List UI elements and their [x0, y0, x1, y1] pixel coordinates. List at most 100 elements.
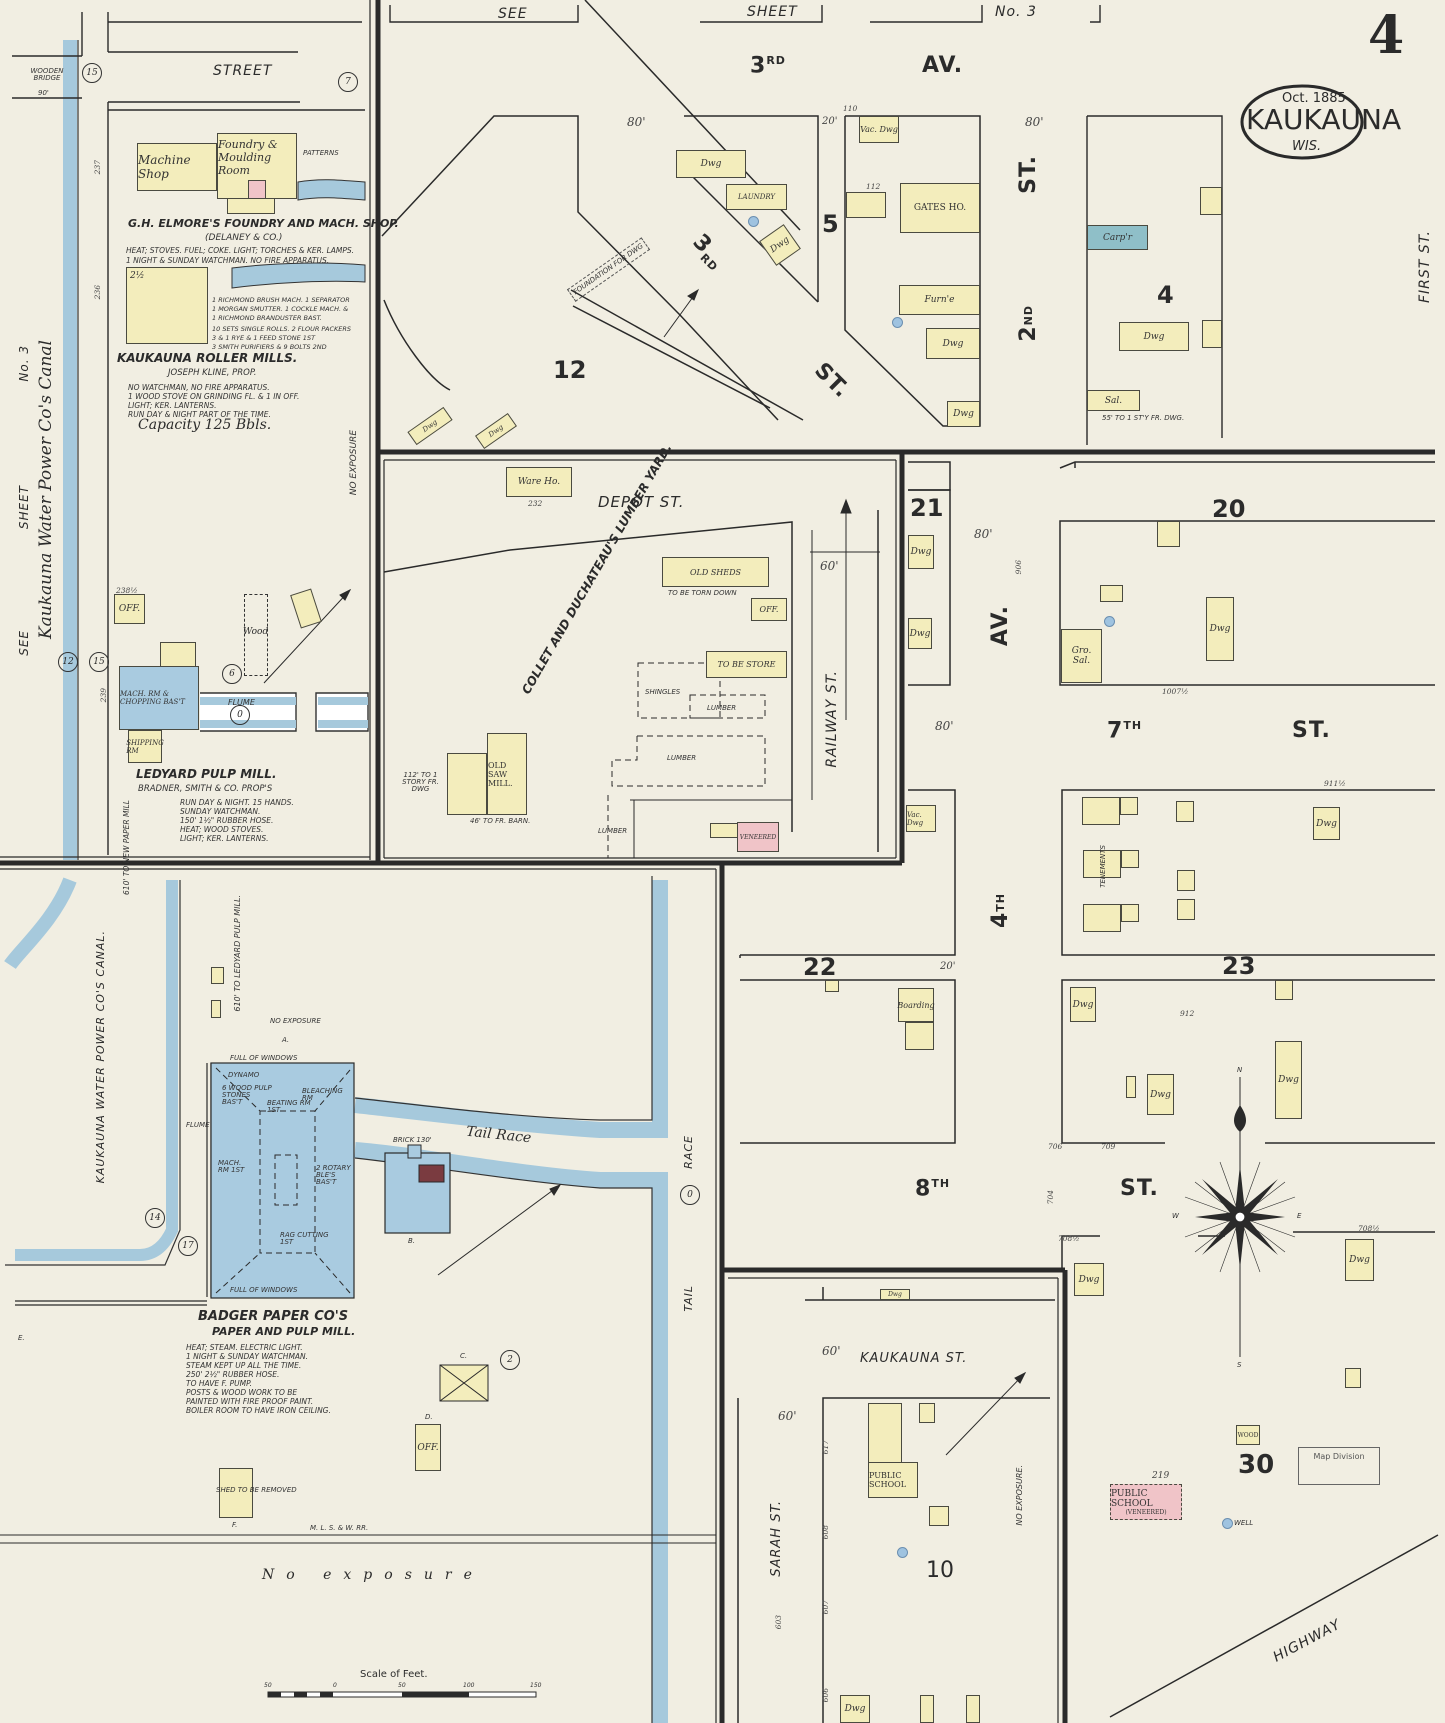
- brick-label: BRICK 130': [393, 1136, 432, 1144]
- scale-tick: 50: [398, 1682, 406, 1689]
- carpenter-shop-building: Carp'r: [1087, 225, 1148, 250]
- wooden-bridge-label: WOODEN BRIDGE: [30, 67, 64, 82]
- house-number: 219: [1152, 1471, 1170, 1481]
- laundry-building: LAUNDRY: [726, 184, 787, 210]
- house-number: 617: [821, 1440, 830, 1455]
- shed-to-be-removed-label: SHED TO BE REMOVED: [216, 1486, 297, 1494]
- house-number: 906: [1014, 560, 1023, 575]
- patterns-label: PATTERNS: [303, 149, 339, 157]
- saw-mill-side-note: 112' TO 1 STORY FR. DWG: [402, 771, 439, 793]
- outbuilding: [1157, 521, 1180, 547]
- dwelling-building: Dwg: [1313, 807, 1340, 840]
- hydrant-circle: 14: [145, 1208, 165, 1228]
- block-number-21: 21: [910, 494, 944, 522]
- width-label: 80': [1025, 115, 1044, 129]
- dwelling-building: Dwg: [1119, 322, 1189, 351]
- dwelling-building: Dwg: [1070, 987, 1096, 1022]
- outbuilding: [920, 1695, 934, 1723]
- block-number-30: 30: [1238, 1450, 1275, 1480]
- ledyard-side-note: 610' TO NEW PAPER MILL: [122, 800, 131, 895]
- block-number-22: 22: [803, 953, 837, 981]
- outbuilding: [211, 967, 224, 984]
- badger-label-d: D.: [425, 1413, 433, 1421]
- well-label: WELL: [1234, 1519, 1254, 1527]
- compass-n: N: [1237, 1066, 1243, 1074]
- dwelling-building: Dwg: [908, 618, 932, 649]
- full-of-windows-label: FULL OF WINDOWS: [230, 1054, 298, 1062]
- outbuilding: [929, 1506, 949, 1526]
- bleaching-room-label: BLEACHING RM: [302, 1087, 343, 1102]
- second-st-ordinal: 2ND: [1016, 305, 1041, 342]
- house-number: 110: [843, 104, 858, 113]
- outbuilding: [710, 823, 740, 838]
- house-number: 112: [866, 182, 881, 191]
- roller-mills-machinery-4: 10 SETS SINGLE ROLLS. 2 FLOUR PACKERS: [212, 325, 352, 333]
- mill-annex-building: [160, 642, 196, 668]
- pulp-stones-label: 6 WOOD PULP STONES BAS'T: [222, 1084, 272, 1106]
- library-stamp: Map Division: [1298, 1447, 1380, 1485]
- width-label: 80': [627, 115, 646, 129]
- hydrant-circle: 15: [89, 652, 109, 672]
- gates-house-building: GATES HO.: [900, 183, 980, 233]
- railroad-label: M. L. S. & W. RR.: [310, 1524, 369, 1532]
- hydrant-circle: 0: [680, 1185, 700, 1205]
- well-marker: [1104, 616, 1115, 627]
- veneered-building: VENEERED: [737, 822, 779, 852]
- dwelling-building: Dwg: [1147, 1074, 1174, 1115]
- eighth-st-name: ST.: [1120, 1176, 1159, 1201]
- outbuilding: [1176, 801, 1194, 822]
- no-exposure-label: NO EXPOSURE.: [1015, 1465, 1024, 1526]
- dwelling-building: Dwg: [840, 1695, 870, 1723]
- roller-mills-owner: JOSEPH KLINE, PROP.: [168, 368, 257, 378]
- dwelling-building: Dwg: [880, 1289, 910, 1300]
- width-label: 20': [940, 961, 956, 972]
- house-number: 708½: [1358, 1224, 1380, 1233]
- cartouche-date: Oct. 1885: [1282, 91, 1346, 106]
- roller-mills-note-2: 1 WOOD STOVE ON GRINDING FL. & 1 IN OFF.: [128, 392, 300, 401]
- roller-mills-building: 2½: [126, 267, 208, 344]
- badger-note-4: 250' 2½" RUBBER HOSE.: [186, 1370, 280, 1379]
- full-of-windows-label: FULL OF WINDOWS: [230, 1286, 298, 1294]
- canal-label-lower: KAUKAUNA WATER POWER CO'S CANAL.: [94, 930, 107, 1184]
- compass-s: S: [1237, 1361, 1242, 1369]
- house-number: 238½: [116, 586, 138, 595]
- see-sheet-left-no: No. 3: [17, 345, 31, 382]
- scale-tick: 50: [264, 1682, 272, 1689]
- hydrant-circle: 0: [230, 705, 250, 725]
- race-label: RACE: [682, 1135, 695, 1169]
- third-av-name: AV.: [922, 53, 964, 78]
- roller-mills-machinery-6: 3 SMITH PURIFIERS & 9 BOLTS 2ND: [212, 343, 327, 351]
- outbuilding: [825, 980, 839, 992]
- see-sheet-left-see: SEE: [17, 630, 31, 656]
- roller-mills-machinery-3: 1 RICHMOND BRANDUSTER BAST.: [212, 314, 322, 322]
- block-number-4: 4: [1157, 281, 1174, 309]
- roller-mills-note-3: LIGHT; KER. LANTERNS.: [128, 401, 217, 410]
- well-marker: [1222, 1518, 1233, 1529]
- block-number-20: 20: [1212, 495, 1246, 523]
- width-label: 60': [778, 1409, 797, 1423]
- saw-mill-annex: [447, 753, 487, 815]
- machine-shop-building: Machine Shop: [137, 143, 217, 191]
- hydrant-circle: 12: [58, 652, 78, 672]
- block-number-10: 10: [926, 1558, 954, 1583]
- badger-subtitle: PAPER AND PULP MILL.: [212, 1325, 356, 1338]
- flume-label: FLUME: [186, 1121, 210, 1129]
- well-marker: [892, 317, 903, 328]
- tenements-label: TENEMENTS: [1099, 845, 1107, 888]
- outbuilding: [1126, 1076, 1136, 1098]
- wood-pile-outline: [244, 594, 268, 676]
- dwelling-building: Dwg: [947, 401, 980, 427]
- wooden-bridge-length: 90': [38, 89, 49, 97]
- office-building: OFF.: [114, 594, 145, 624]
- outbuilding: [1177, 899, 1195, 920]
- saw-mill-barn-note: 46' TO FR. BARN.: [470, 817, 531, 825]
- badger-office-building: OFF.: [415, 1424, 441, 1471]
- shed-building: [1202, 320, 1222, 348]
- roller-mills-machinery-1: 1 RICHMOND BRUSH MACH. 1 SEPARATOR: [212, 296, 350, 304]
- house-number: 706: [1048, 1142, 1063, 1151]
- outbuilding: [1275, 980, 1293, 1000]
- hydrant-circle: 7: [338, 72, 358, 92]
- tenement-building: [1083, 904, 1121, 932]
- eighth-st-ordinal: 8TH: [915, 1176, 951, 1202]
